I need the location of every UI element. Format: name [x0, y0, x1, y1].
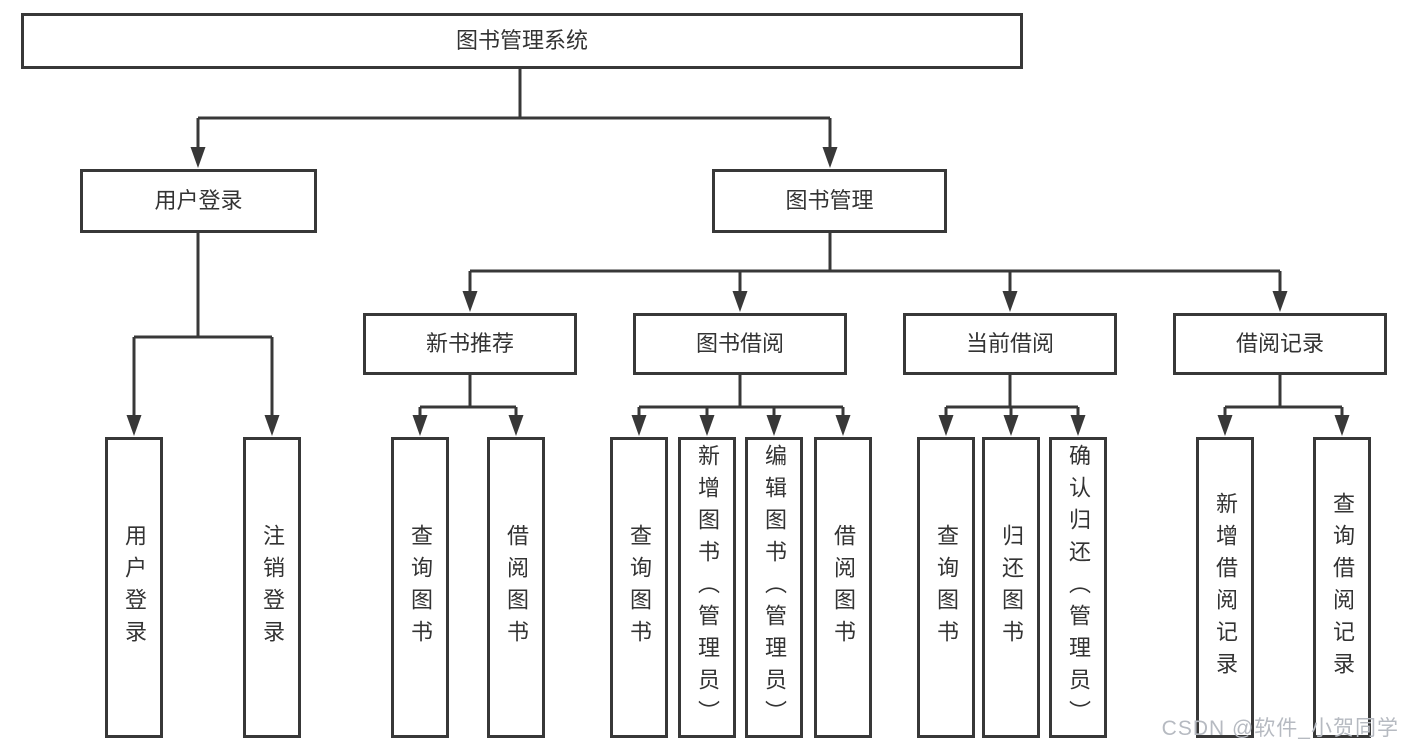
node-book-borrow: 图书借阅 [633, 313, 847, 375]
leaf-query-books-borrow: 查询图书 [610, 437, 668, 738]
node-library-management-system: 图书管理系统 [21, 13, 1023, 69]
leaf-label: 注销登录 [260, 523, 285, 652]
arrowheads [126, 147, 1350, 436]
connector-root-to-level2 [196, 69, 832, 150]
leaf-label: 用户登录 [122, 523, 147, 652]
node-new-book-recommend: 新书推荐 [363, 313, 577, 375]
connector-user-login-branch [132, 233, 274, 418]
node-borrow-record: 借阅记录 [1173, 313, 1387, 375]
leaf-add-borrow-record: 新增借阅记录 [1196, 437, 1254, 738]
leaf-label: 查询图书 [408, 523, 433, 652]
leaf-query-books-current: 查询图书 [917, 437, 975, 738]
node-label: 当前借阅 [965, 331, 1054, 356]
node-label: 新书推荐 [425, 331, 514, 356]
leaf-user-login: 用户登录 [105, 437, 163, 738]
connector-borrow-record-branch [1223, 374, 1344, 418]
leaf-query-borrow-record: 查询借阅记录 [1313, 437, 1371, 738]
leaf-label: 归还图书 [999, 523, 1024, 652]
leaf-confirm-return-admin: 确认归还（管理员） [1049, 437, 1107, 738]
leaf-borrow-books-recommend: 借阅图书 [487, 437, 545, 738]
node-label: 图书管理系统 [455, 28, 588, 53]
leaf-label: 查询借阅记录 [1330, 491, 1355, 684]
leaf-label: 查询图书 [934, 523, 959, 652]
leaf-label: 借阅图书 [831, 523, 856, 652]
node-user-login: 用户登录 [80, 169, 317, 233]
leaf-label: 查询图书 [627, 523, 652, 652]
leaf-label: 新增借阅记录 [1213, 491, 1238, 684]
connector-current-borrow-branch [944, 374, 1080, 418]
node-label: 用户登录 [154, 188, 243, 213]
connector-new-book-branch [418, 374, 518, 418]
leaf-label: 确认归还（管理员） [1066, 443, 1091, 732]
leaf-return-books: 归还图书 [982, 437, 1040, 738]
node-current-borrow: 当前借阅 [903, 313, 1117, 375]
leaf-query-books-recommend: 查询图书 [391, 437, 449, 738]
leaf-add-books-admin: 新增图书（管理员） [678, 437, 736, 738]
connector-book-management-branch [468, 233, 1282, 294]
leaf-borrow-books: 借阅图书 [814, 437, 872, 738]
node-label: 借阅记录 [1235, 331, 1324, 356]
node-label: 图书借阅 [695, 331, 784, 356]
leaf-logout: 注销登录 [243, 437, 301, 738]
leaf-label: 新增图书（管理员） [695, 443, 720, 732]
connector-book-borrow-branch [637, 374, 845, 418]
node-label: 图书管理 [785, 188, 874, 213]
csdn-watermark: CSDN @软件_小贺同学 [1161, 717, 1399, 740]
leaf-label: 编辑图书（管理员） [762, 443, 787, 732]
node-book-management: 图书管理 [712, 169, 947, 233]
leaf-label: 借阅图书 [504, 523, 529, 652]
leaf-edit-books-admin: 编辑图书（管理员） [745, 437, 803, 738]
